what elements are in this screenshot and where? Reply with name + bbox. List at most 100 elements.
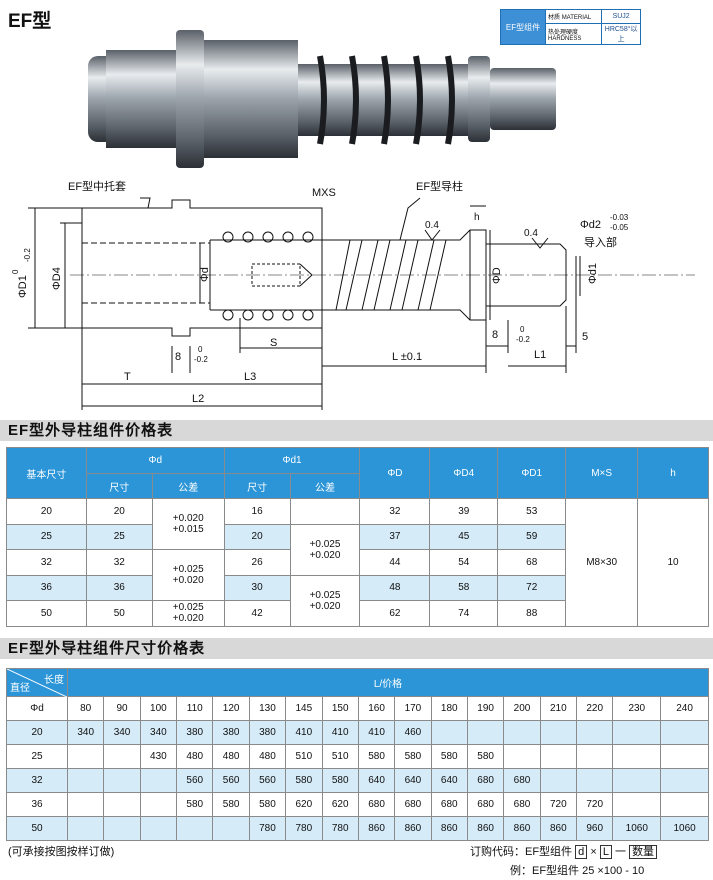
material-spec-table: EF型组件 材质 MATERIAL SUJ2 热处理硬度 HARDNESS HR… [500, 9, 641, 45]
cell-d1-size: 30 [223, 574, 291, 601]
row-diameter: 36 [6, 792, 68, 817]
label-pillar: EF型导柱 [416, 179, 463, 193]
page-title: EF型 [8, 11, 52, 32]
cell-base: 20 [6, 498, 87, 525]
size-table-heading: EF型外导柱组件尺寸价格表 [0, 638, 713, 659]
length-header: 210 [539, 696, 578, 721]
length-header: 110 [176, 696, 214, 721]
length-header: 150 [321, 696, 359, 721]
label-D1-tol-low: -0.2 [23, 248, 32, 262]
price-cell [139, 768, 178, 793]
label-D: ΦD [491, 267, 503, 284]
price-cell: 380 [248, 720, 287, 745]
price-cell: 680 [466, 768, 505, 793]
label-guide: 导入部 [584, 235, 617, 249]
price-cell: 860 [430, 816, 468, 841]
cell-d-size: 20 [85, 498, 153, 525]
label-dim8b-up: 0 [520, 325, 525, 334]
cell-D4: 74 [429, 600, 499, 627]
order-label: 订购代码：EF型组件 [470, 846, 573, 858]
price-cell: 560 [248, 768, 287, 793]
price-cell [660, 768, 709, 793]
price-cell [612, 744, 662, 769]
cell-base: 32 [6, 549, 87, 576]
price-cell: 340 [66, 720, 105, 745]
cell-D4: 58 [429, 574, 499, 601]
price-cell [66, 768, 105, 793]
price-cell: 860 [539, 816, 578, 841]
price-cell [539, 720, 578, 745]
price-cell: 780 [321, 816, 359, 841]
label-D1: ΦD1 [17, 275, 29, 298]
cell-d1-tol: +0.025+0.020 [289, 574, 361, 627]
length-header: 160 [357, 696, 396, 721]
technical-drawing: EF型中托套 MXS EF型导柱 h Φd2 -0.03 -0.05 导入部 0… [11, 179, 695, 410]
label-d2-tol-low: -0.05 [610, 223, 629, 232]
order-x: × [590, 846, 597, 858]
price-cell [503, 720, 541, 745]
col-phi-d: Φd [85, 447, 225, 474]
corner-diagonal [7, 669, 67, 697]
price-cell: 680 [430, 792, 468, 817]
price-cell: 460 [394, 720, 432, 745]
row-diameter: 50 [6, 816, 68, 841]
price-cell: 1060 [612, 816, 662, 841]
length-header: 240 [660, 696, 709, 721]
price-cell [660, 744, 709, 769]
price-cell [612, 792, 662, 817]
cell-d1-size: 26 [223, 549, 291, 576]
cell-d1-size: 20 [223, 523, 291, 550]
length-header: 170 [394, 696, 432, 721]
length-header: 130 [248, 696, 287, 721]
order-code: 订购代码：EF型组件 d × L 一 数量 例：EF型组件 25 ×100 - … [470, 843, 658, 878]
cell-base: 25 [6, 523, 87, 550]
length-header: 120 [212, 696, 250, 721]
price-cell [139, 792, 178, 817]
price-cell: 780 [285, 816, 323, 841]
price-cell: 580 [285, 768, 323, 793]
material-row1-label: 材质 MATERIAL [544, 9, 603, 24]
label-h: h [474, 212, 480, 223]
price-cell: 430 [139, 744, 178, 769]
label-dim8b-low: -0.2 [516, 335, 530, 344]
cell-d-size: 25 [85, 523, 153, 550]
price-cell: 340 [139, 720, 178, 745]
price-cell [660, 792, 709, 817]
price-cell: 580 [176, 792, 214, 817]
label-L1: L1 [534, 349, 546, 361]
price-cell: 480 [248, 744, 287, 769]
custom-order-note: (可承接按图按样订做) [8, 846, 115, 858]
price-cell: 960 [576, 816, 614, 841]
price-cell: 580 [321, 768, 359, 793]
price-cell [503, 744, 541, 769]
tol-up: +0.025 [309, 589, 341, 601]
cell-D1: 68 [497, 549, 567, 576]
price-cell [103, 768, 141, 793]
tol-up: +0.025 [172, 564, 204, 575]
price-cell [176, 816, 214, 841]
order-d-box: d [575, 845, 588, 859]
label-rough2: 0.4 [524, 228, 538, 239]
label-dim8a-up: 0 [198, 345, 203, 354]
length-header: 80 [66, 696, 105, 721]
price-cell [539, 768, 578, 793]
cell-D4: 39 [429, 498, 499, 525]
price-cell: 680 [357, 792, 396, 817]
price-cell: 580 [212, 792, 250, 817]
col-phi-D4: ΦD4 [429, 447, 499, 499]
price-cell: 860 [357, 816, 396, 841]
cell-d-tol: +0.025+0.020 [151, 549, 225, 601]
row-diameter: 32 [6, 768, 68, 793]
tol-up: +0.025 [172, 602, 204, 614]
price-cell [103, 744, 141, 769]
col-d1-tol: 公差 [289, 473, 361, 499]
price-cell: 580 [248, 792, 287, 817]
price-cell [612, 720, 662, 745]
span-label: L/价格 [67, 668, 709, 697]
